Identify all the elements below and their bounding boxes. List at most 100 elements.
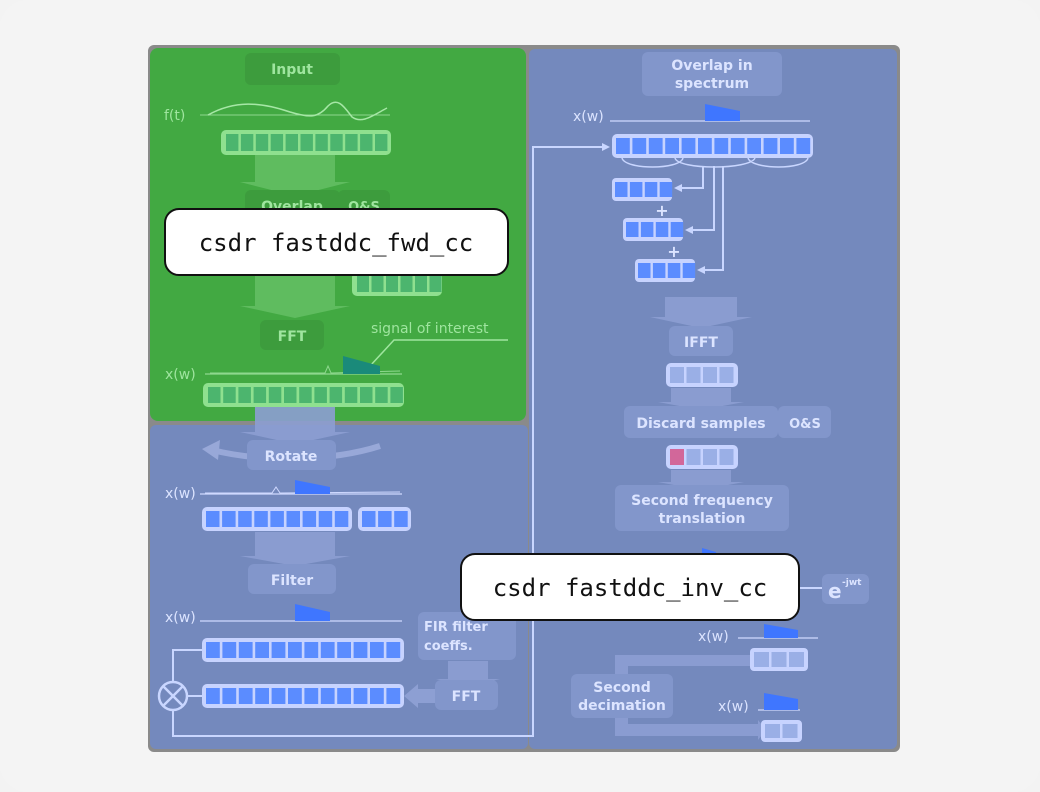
os-label-right: O&S: [789, 417, 821, 432]
buffer-cell: [268, 387, 282, 403]
buffer-cell: [789, 652, 804, 667]
second-freq-line2: translation: [659, 511, 746, 527]
decimation-flow-arrow: [615, 655, 766, 740]
buffer-cell: [255, 134, 269, 151]
second-freq-box: [615, 485, 789, 531]
buffer-cell: [240, 134, 254, 151]
second-dec-line1: Second: [593, 680, 650, 696]
buffer-cell: [222, 511, 236, 527]
decimated-cells: [765, 724, 798, 738]
ejwt-base: e: [828, 579, 842, 603]
chunk-arrow-3: [697, 166, 724, 274]
buffer-cell: [665, 138, 679, 154]
buffer-cell: [362, 511, 376, 527]
buffer-cell: [626, 222, 639, 237]
buffer-cell: [253, 387, 267, 403]
buffer-cell: [719, 449, 734, 465]
buffer-cell: [284, 387, 297, 403]
buffer-cell: [300, 134, 313, 151]
overlap-spectrum-line1: Overlap in: [671, 58, 752, 74]
buffer-cell: [638, 263, 651, 278]
buffer-cell: [314, 387, 327, 403]
buffer-cell: [208, 387, 221, 403]
translated-cells: [754, 652, 804, 667]
buffer-cell: [255, 642, 269, 658]
xw-label: x(w): [698, 629, 729, 645]
translated-band: [764, 624, 798, 638]
buffer-cell: [429, 276, 442, 292]
buffer-cell: [632, 138, 647, 154]
buffer-cell: [222, 642, 237, 658]
overlap-cells: [357, 276, 442, 292]
ifft-cells: [670, 367, 734, 383]
buffer-cell: [329, 387, 343, 403]
buffer-cell: [386, 642, 401, 658]
buffer-cell: [238, 511, 252, 527]
fir-fft-box: [435, 680, 498, 710]
buffer-cell: [271, 688, 286, 704]
buffer-cell: [370, 688, 384, 704]
second-dec-line2: decimation: [578, 698, 666, 714]
xw-label: x(w): [165, 486, 196, 502]
buffer-cell: [714, 138, 729, 154]
plus-sign: +: [667, 242, 680, 261]
rotated-cells: [206, 511, 349, 527]
filtered-cells: [206, 642, 401, 658]
buffer-cell: [796, 138, 811, 154]
buffer-cell: [334, 511, 349, 527]
xw-label: x(w): [573, 109, 604, 125]
fir-label-line2: coeffs.: [424, 639, 473, 654]
buffer-cell: [299, 387, 312, 403]
xw-label: x(w): [165, 367, 196, 383]
buffer-cell: [238, 688, 253, 704]
filter-box: [248, 564, 336, 594]
buffer-cell: [223, 387, 236, 403]
buffer-cell: [238, 387, 251, 403]
plus-sign: +: [655, 201, 668, 220]
buffer-cell: [659, 182, 673, 197]
buffer-cell: [386, 276, 398, 292]
buffer-cell: [747, 138, 761, 154]
rotated-extra-cells: [362, 511, 408, 527]
signal-of-interest-band: [343, 356, 380, 374]
decimated-band: [764, 693, 798, 710]
buffer-cell: [315, 134, 328, 151]
buffer-cell: [285, 134, 298, 151]
buffer-cell: [686, 449, 701, 465]
overlap-in-spectrum-box: [642, 52, 782, 96]
buffer-cell: [698, 138, 712, 154]
input-label: Input: [271, 62, 313, 78]
buffer-cell: [703, 367, 717, 383]
xw-label: x(w): [165, 610, 196, 626]
buffer-cell: [353, 688, 368, 704]
buffer-cell: [270, 511, 284, 527]
rotate-box: [247, 440, 336, 470]
chunk-cells: [626, 222, 684, 237]
buffer-cell: [270, 134, 284, 151]
os-box-right: [778, 406, 831, 438]
buffer-cell: [640, 222, 654, 237]
chunk-arrow-2: [685, 166, 715, 234]
buffer-cell: [670, 367, 684, 383]
buffer-cell: [238, 642, 253, 658]
buffer-cell: [782, 724, 798, 738]
buffer-cell: [302, 511, 317, 527]
buffer-cell: [254, 511, 268, 527]
buffer-cell: [357, 276, 369, 292]
ifft-label: IFFT: [684, 335, 718, 351]
buffer-cell: [652, 263, 666, 278]
buffer-cell: [682, 263, 696, 278]
buffer-cell: [655, 222, 669, 237]
buffer-cell: [771, 652, 787, 667]
ft-label: f(t): [164, 108, 185, 124]
buffer-cell: [719, 367, 734, 383]
discard-box: [624, 406, 778, 438]
buffer-cell: [320, 688, 335, 704]
inv-callout-box: [460, 553, 800, 621]
discard-cells: [670, 449, 734, 465]
buffer-cell: [360, 387, 373, 403]
buffer-cell: [226, 134, 239, 151]
buffer-cell: [337, 642, 351, 658]
buffer-cell: [206, 511, 220, 527]
